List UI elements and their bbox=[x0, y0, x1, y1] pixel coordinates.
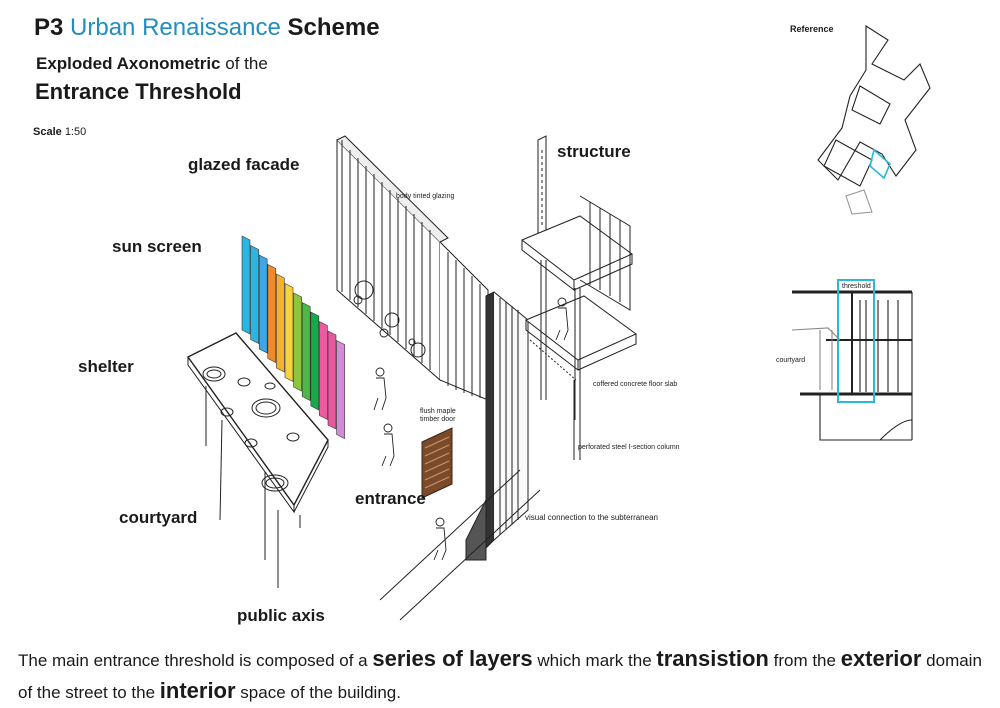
title-prefix: P3 bbox=[34, 14, 64, 41]
subtitle-rest: of the bbox=[225, 54, 268, 73]
label-shelter: shelter bbox=[78, 357, 134, 376]
caption-part-1: The main entrance threshold is composed … bbox=[18, 651, 368, 670]
glazed-facade bbox=[336, 135, 541, 621]
reference-threshold: threshold bbox=[842, 283, 871, 290]
reference-title: Reference bbox=[790, 24, 834, 34]
label-entrance: entrance bbox=[355, 489, 426, 508]
sun-screen-fin bbox=[241, 235, 251, 335]
reference-section bbox=[791, 279, 913, 441]
subtitle: Exploded Axonometric of the bbox=[36, 54, 268, 74]
caption-emphasis-1: series of layers bbox=[372, 646, 533, 671]
caption-part-4: domain of the street to the bbox=[18, 651, 982, 702]
shelter-canopy bbox=[186, 332, 329, 588]
reference-courtyard: courtyard bbox=[776, 357, 806, 364]
sun-screen-fin bbox=[336, 340, 345, 439]
sun-screen-fin bbox=[319, 321, 328, 420]
caption: The main entrance threshold is composed … bbox=[18, 644, 993, 708]
note-visual-connection: visual connection to the subterranean bbox=[525, 513, 658, 522]
label-sun-screen: sun screen bbox=[112, 237, 202, 256]
sun-screen-fin bbox=[293, 292, 302, 392]
title-accent: Urban Renaissance bbox=[70, 14, 281, 41]
sun-screen-fins bbox=[241, 235, 345, 439]
sun-screen-fin bbox=[250, 245, 259, 344]
label-structure: structure bbox=[557, 142, 631, 161]
sun-screen-fin bbox=[258, 254, 268, 354]
label-courtyard: courtyard bbox=[119, 508, 198, 527]
subtitle-line2: Entrance Threshold bbox=[35, 79, 242, 104]
note-door-2: timber door bbox=[420, 416, 456, 423]
caption-emphasis-3: exterior bbox=[840, 646, 922, 671]
reference-plan bbox=[817, 24, 931, 215]
note-column: perforated steel I-section column bbox=[578, 444, 680, 451]
timber-door bbox=[421, 427, 453, 499]
label-glazed-facade: glazed facade bbox=[188, 155, 300, 174]
structure bbox=[521, 135, 637, 460]
sun-screen-fin bbox=[327, 330, 337, 430]
sun-screen-fin bbox=[301, 302, 311, 401]
caption-part-3: from the bbox=[773, 651, 836, 670]
note-body-tinted: body tinted glazing bbox=[396, 193, 455, 200]
note-coffered: coffered concrete floor slab bbox=[593, 381, 678, 388]
scale-word: Scale bbox=[33, 126, 62, 138]
caption-emphasis-4: interior bbox=[159, 678, 236, 703]
scale-label: Scale 1:50 bbox=[33, 126, 86, 138]
caption-emphasis-2: transistion bbox=[656, 646, 769, 671]
sun-screen-fin bbox=[310, 311, 320, 411]
caption-part-5: space of the building. bbox=[240, 683, 401, 702]
people-figures bbox=[373, 297, 569, 561]
sun-screen-fin bbox=[284, 283, 294, 382]
label-public-axis: public axis bbox=[237, 606, 325, 625]
caption-part-2: which mark the bbox=[537, 651, 652, 670]
sun-screen-fin bbox=[276, 273, 285, 373]
subtitle-bold: Exploded Axonometric bbox=[36, 54, 221, 73]
note-door-1: flush maple bbox=[420, 408, 456, 415]
scale-value: 1:50 bbox=[64, 126, 87, 138]
sun-screen-fin bbox=[267, 264, 277, 363]
title: P3 Urban Renaissance Scheme bbox=[34, 14, 380, 42]
title-suffix: Scheme bbox=[287, 14, 380, 41]
